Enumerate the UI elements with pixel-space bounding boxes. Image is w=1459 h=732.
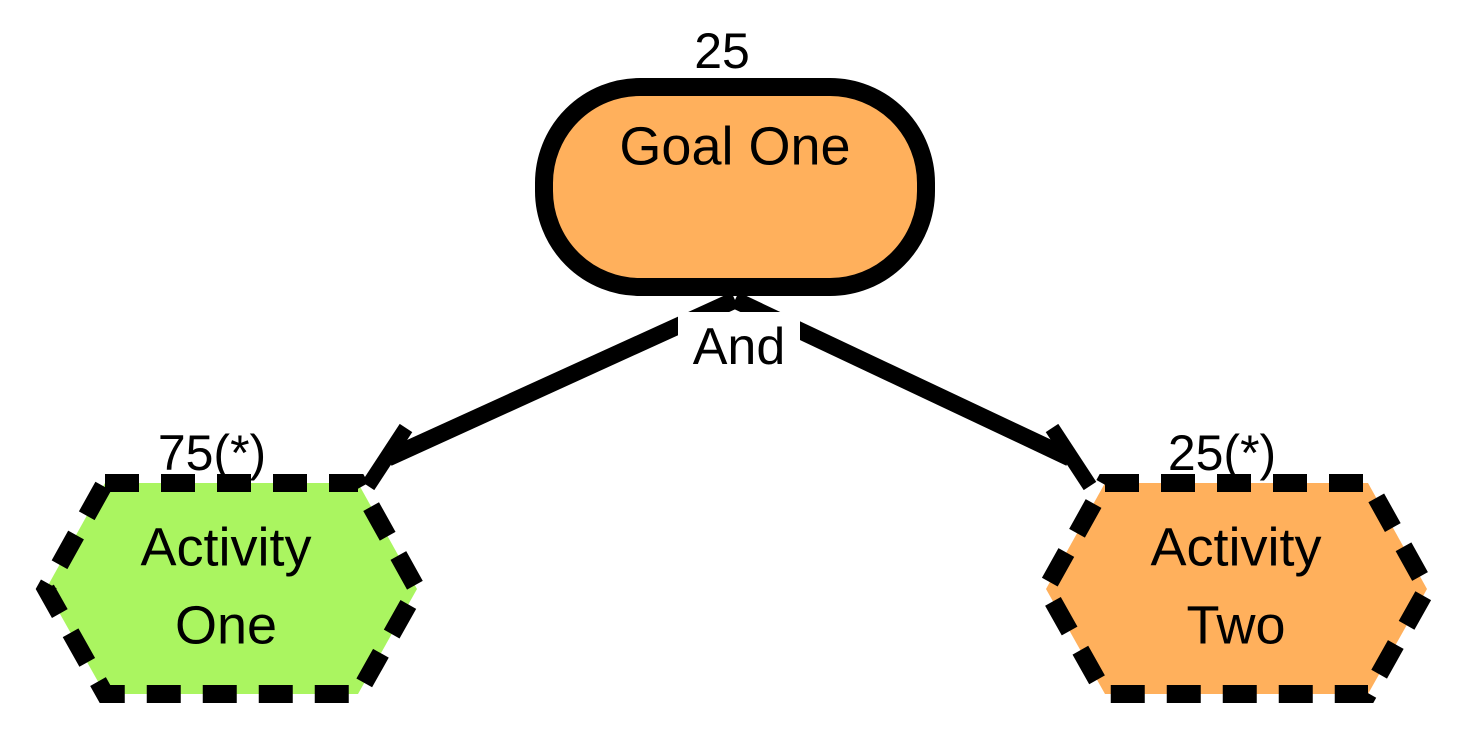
activity-two-label-line-2: Two xyxy=(1186,595,1285,655)
activity-one-label-line-1: Activity xyxy=(140,517,311,577)
activity-two-label-line-1: Activity xyxy=(1150,517,1321,577)
activity-one-shape[interactable] xyxy=(35,474,428,703)
activity-one-satisfaction-label: 75(*) xyxy=(158,425,266,481)
goal-one-label: Goal One xyxy=(619,116,850,176)
goal-one-satisfaction-label: 25 xyxy=(694,23,750,79)
edge-goal-activity-one[interactable] xyxy=(384,292,739,466)
edge-tick-left-icon xyxy=(361,423,413,491)
goal-one-shape[interactable] xyxy=(535,78,935,296)
and-decomposition-label: And xyxy=(693,318,786,376)
node-goal-one[interactable]: Goal One xyxy=(535,78,935,296)
activity-two-shape[interactable] xyxy=(1035,474,1438,703)
and-decomposition-group[interactable]: And xyxy=(678,312,800,376)
activity-one-label-line-2: One xyxy=(175,595,277,655)
node-activity-two[interactable]: Activity Two xyxy=(1035,474,1438,703)
activity-two-satisfaction-label: 25(*) xyxy=(1168,425,1276,481)
and-label-backdrop xyxy=(678,312,800,374)
node-activity-one[interactable]: Activity One xyxy=(35,474,428,703)
edge-tick-right-icon xyxy=(1045,423,1097,491)
